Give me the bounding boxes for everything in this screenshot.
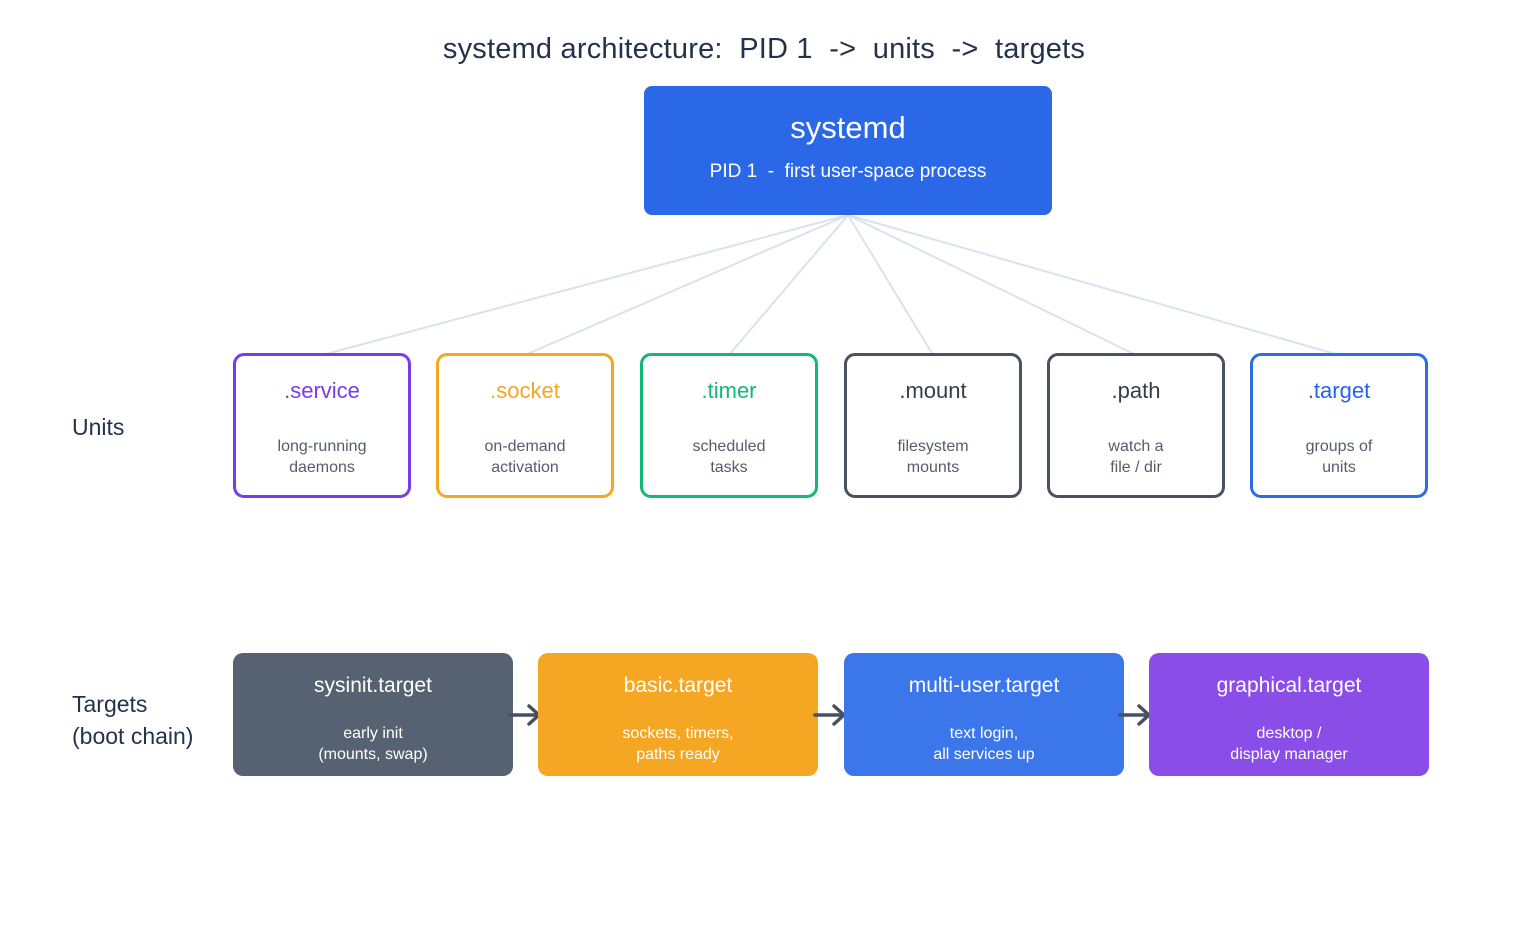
target-name: basic.target bbox=[623, 674, 733, 697]
target-description: desktop / display manager bbox=[1230, 725, 1348, 764]
target-node-basic[interactable]: basic.target sockets, timers, paths read… bbox=[538, 653, 818, 776]
target-node-graphical[interactable]: graphical.target desktop / display manag… bbox=[1149, 653, 1429, 776]
unit-description: on-demand activation bbox=[484, 438, 566, 477]
unit-name: .service bbox=[284, 378, 360, 403]
unit-description: groups of units bbox=[1305, 438, 1373, 477]
target-name: graphical.target bbox=[1216, 674, 1362, 697]
unit-node-path[interactable]: .path watch a file / dir bbox=[1047, 353, 1225, 498]
target-description: early init (mounts, swap) bbox=[318, 725, 428, 764]
unit-name: .path bbox=[1111, 378, 1161, 403]
unit-description: watch a file / dir bbox=[1108, 438, 1164, 477]
unit-node-timer[interactable]: .timer scheduled tasks bbox=[640, 353, 818, 498]
units-row-label: Units bbox=[72, 414, 125, 440]
target-description: sockets, timers, paths ready bbox=[622, 725, 734, 764]
unit-node-target[interactable]: .target groups of units bbox=[1250, 353, 1428, 498]
unit-description: long-running daemons bbox=[277, 438, 367, 477]
unit-name: .target bbox=[1307, 378, 1371, 403]
unit-node-socket[interactable]: .socket on-demand activation bbox=[436, 353, 614, 498]
systemd-root-title: systemd bbox=[790, 110, 906, 145]
unit-node-mount[interactable]: .mount filesystem mounts bbox=[844, 353, 1022, 498]
systemd-root-node[interactable]: systemd PID 1 - first user-space process bbox=[644, 86, 1052, 215]
unit-description: filesystem mounts bbox=[897, 438, 969, 477]
unit-name: .timer bbox=[701, 378, 757, 403]
target-description: text login, all services up bbox=[933, 725, 1035, 764]
unit-name: .socket bbox=[490, 378, 560, 403]
unit-node-service[interactable]: .service long-running daemons bbox=[233, 353, 411, 498]
target-name: sysinit.target bbox=[314, 674, 432, 697]
diagram-title: systemd architecture: PID 1 -> units -> … bbox=[442, 33, 1086, 65]
unit-description: scheduled tasks bbox=[692, 438, 766, 477]
targets-row-label: Targets (boot chain) bbox=[72, 691, 194, 750]
target-name: multi-user.target bbox=[908, 674, 1060, 697]
unit-name: .mount bbox=[899, 378, 967, 403]
target-node-sysinit[interactable]: sysinit.target early init (mounts, swap) bbox=[233, 653, 513, 776]
target-node-multi-user[interactable]: multi-user.target text login, all servic… bbox=[844, 653, 1124, 776]
systemd-root-subtitle: PID 1 - first user-space process bbox=[709, 161, 987, 182]
